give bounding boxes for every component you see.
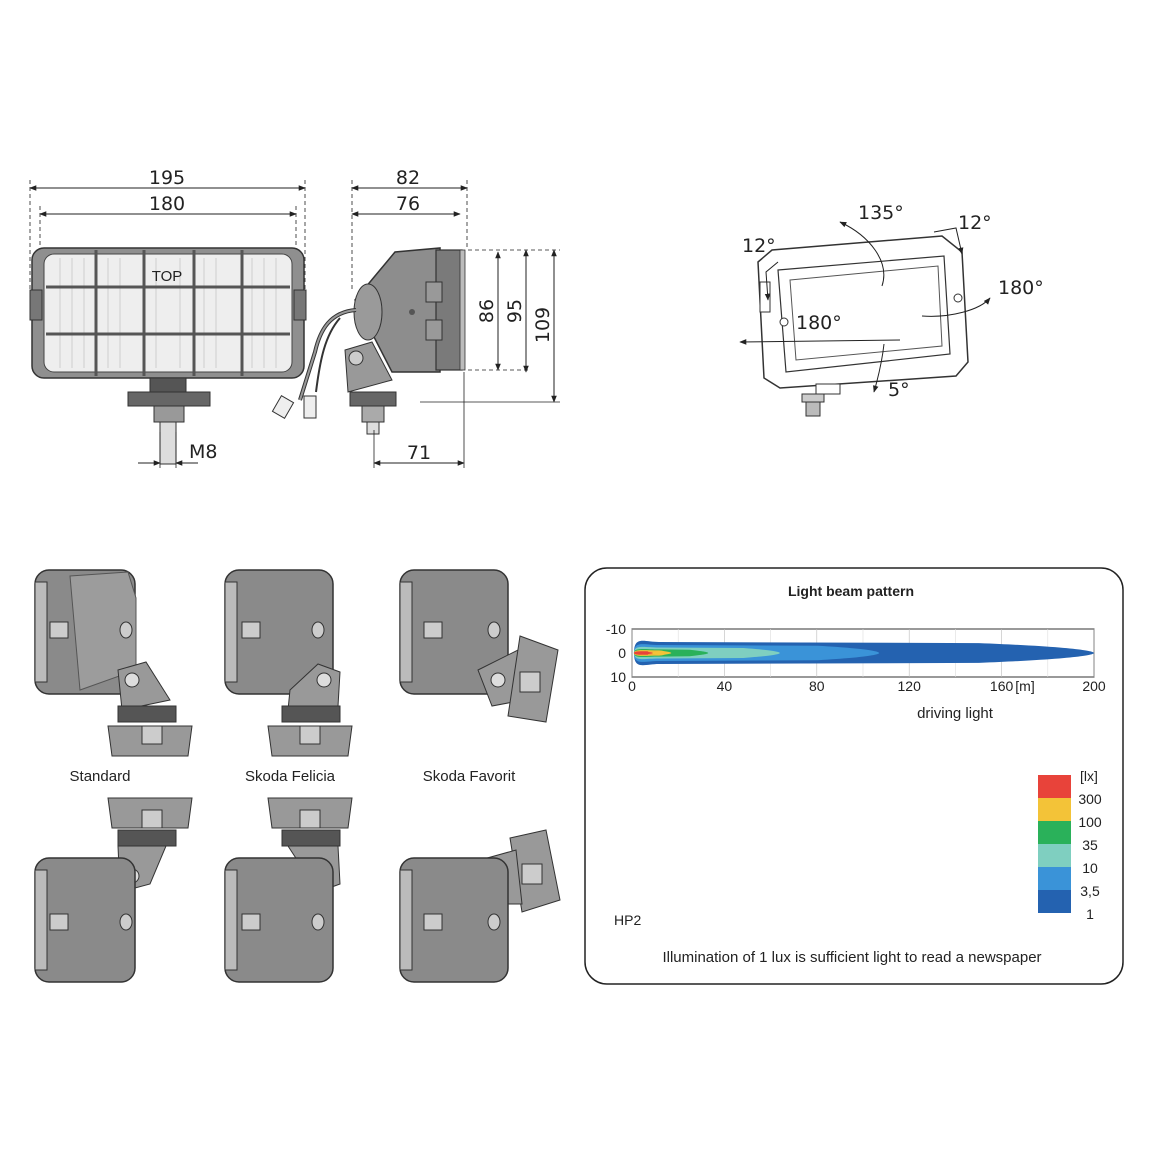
y-tick-label: 10 [610,669,626,685]
legend-swatch [1038,821,1071,844]
legend-swatch [1038,867,1071,890]
x-tick-label: 120 [898,678,922,694]
legend-level-label: 1 [1086,906,1094,922]
contour-300-lux [634,651,659,655]
angle-12-left: 12° [742,235,776,257]
variant-favorit-top [399,569,559,723]
legend-swatch [1038,798,1071,821]
legend-unit: [lx] [1080,768,1098,784]
angle-180-right: 180° [998,277,1044,299]
beam-label: driving light [917,705,994,722]
dim-180: 180 [149,193,185,215]
legend-swatch [1038,890,1071,913]
dim-95: 95 [504,299,526,323]
front-view: 195 180 TOP [29,167,307,468]
label-standard: Standard [70,768,131,785]
dim-195: 195 [149,167,185,189]
legend-level-label: 35 [1082,837,1098,853]
beam-note: Illumination of 1 lux is sufficient ligh… [662,949,1041,966]
x-tick-label: 0 [628,678,636,694]
label-skoda-favorit: Skoda Favorit [423,768,516,785]
legend-swatch [1038,844,1071,867]
x-unit: [m] [1015,678,1034,694]
legend-level-label: 100 [1078,814,1102,830]
angle-5: 5° [888,379,910,401]
legend-level-label: 300 [1078,791,1102,807]
dim-82: 82 [396,167,420,189]
lux-legend: [lx] 300 100 35 10 3,5 1 [1038,768,1102,922]
dim-109: 109 [532,307,554,343]
y-tick-label: 0 [618,645,626,661]
x-tick-label: 160 [990,678,1014,694]
y-tick-label: -10 [606,621,626,637]
angle-12-right: 12° [958,212,992,234]
x-tick-label: 40 [717,678,733,694]
variant-standard-top [34,569,193,757]
model-label: HP2 [614,912,641,928]
angle-135: 135° [858,202,904,224]
dim-86: 86 [476,299,498,323]
top-mark: TOP [152,268,183,285]
x-tick-label: 200 [1082,678,1106,694]
legend-level-label: 10 [1082,860,1098,876]
legend-level-label: 3,5 [1080,883,1100,899]
side-view: 82 76 71 86 95 10 [271,167,560,468]
variant-felicia-top [224,569,353,757]
variant-felicia-bottom [224,797,353,983]
x-tick-label: 80 [809,678,825,694]
dim-76: 76 [396,193,420,215]
variant-standard-bottom [34,797,193,983]
legend-swatch [1038,775,1071,798]
dim-m8: M8 [189,441,217,463]
dim-71: 71 [407,442,431,464]
beam-title: Light beam pattern [788,583,914,599]
adjustment-view: 135° 12° 12° 180° 180° 5° [739,202,1044,417]
variant-favorit-bottom [399,829,561,983]
angle-180-left: 180° [796,312,842,334]
label-skoda-felicia: Skoda Felicia [245,768,336,785]
mount-variants: Standard Skoda Felicia Skoda Favorit [34,569,561,983]
